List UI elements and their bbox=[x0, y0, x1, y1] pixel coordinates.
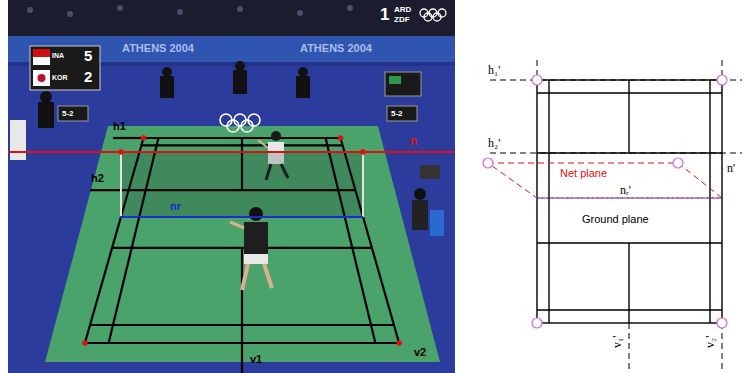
line-label: v1 bbox=[250, 354, 262, 365]
broadcast-photo bbox=[8, 0, 455, 373]
line-label: v₁' bbox=[611, 336, 623, 348]
olympic-rings bbox=[220, 114, 260, 132]
court-lines bbox=[85, 138, 399, 373]
court-model bbox=[483, 60, 742, 371]
line-label: v₂' bbox=[704, 336, 716, 348]
score-digit: 2 bbox=[84, 69, 92, 84]
line-label: nᵣ' bbox=[620, 184, 631, 196]
player-near bbox=[230, 207, 272, 290]
channel-logo: ZDF bbox=[394, 16, 410, 24]
banner-text: ATHENS 2004 bbox=[122, 43, 194, 54]
net-base-line bbox=[120, 216, 363, 218]
score-digit: 5 bbox=[84, 48, 92, 63]
team-code: KOR bbox=[52, 74, 68, 81]
line-label: n bbox=[410, 135, 417, 147]
net-mesh bbox=[121, 152, 363, 217]
plane-label: Net plane bbox=[560, 168, 607, 179]
banner-text: ATHENS 2004 bbox=[300, 43, 372, 54]
line-label: v2 bbox=[414, 347, 426, 358]
team-code: INA bbox=[52, 52, 64, 59]
line-label: h₁' bbox=[488, 64, 500, 76]
line-label: h2 bbox=[91, 173, 104, 184]
plane-label: Ground plane bbox=[582, 214, 649, 225]
line-label: nr bbox=[170, 201, 181, 212]
reference-points bbox=[82, 135, 402, 346]
line-label: n' bbox=[727, 162, 735, 174]
net-plane-outline bbox=[488, 163, 722, 198]
score-text: 5-2 bbox=[391, 110, 403, 118]
scoreboard bbox=[30, 46, 421, 121]
channel-logo: ARD bbox=[394, 6, 411, 14]
line-label: h₂' bbox=[488, 137, 500, 149]
line-label: h1 bbox=[113, 121, 126, 132]
net-top-line bbox=[8, 151, 455, 153]
olympic-rings bbox=[420, 9, 446, 21]
score-text: 5-2 bbox=[62, 110, 74, 118]
channel-number: 1 bbox=[380, 6, 389, 23]
